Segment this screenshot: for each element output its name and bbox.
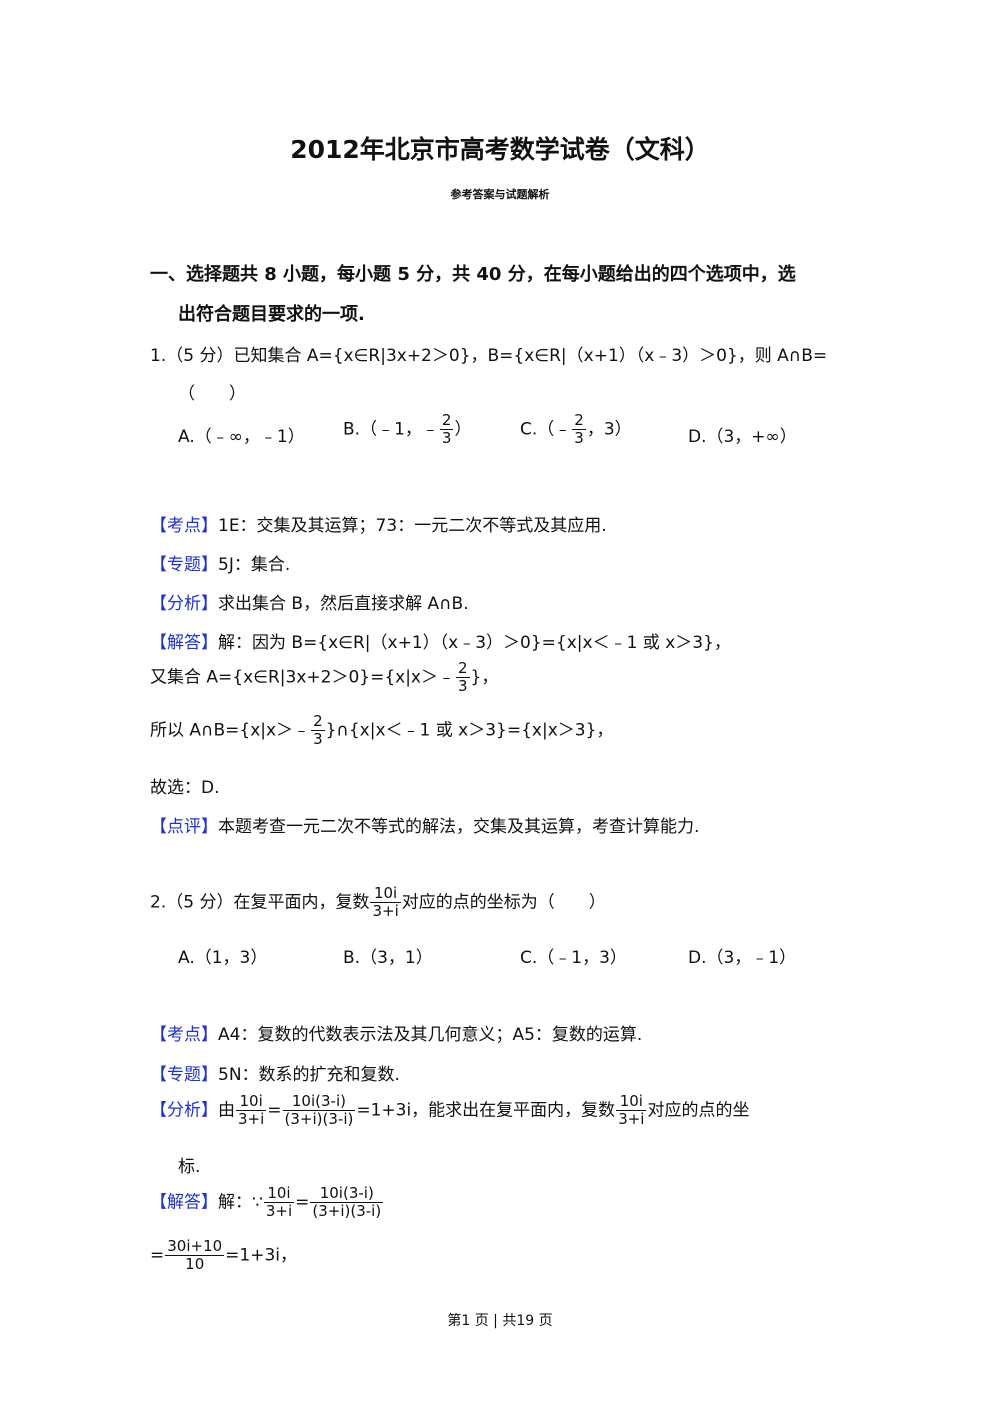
label-kaodian: 【考点】: [150, 1025, 218, 1045]
fraction: 10i(3-i)(3+i)(3-i): [282, 1092, 356, 1128]
q1-fenxi: 【分析】求出集合 B，然后直接求解 A∩B.: [150, 594, 469, 614]
q2-zhuanti: 【专题】5N：数系的扩充和复数.: [150, 1065, 400, 1085]
q1-stem: 1.（5 分）已知集合 A={x∈R|3x+2＞0}，B={x∈R|（x+1）（…: [150, 346, 828, 366]
q2-option-a: A.（1，3）: [178, 948, 268, 968]
label-jieda: 【解答】: [150, 1192, 218, 1213]
q1-blank: （ ）: [178, 384, 246, 404]
q1-jieda-line1: 【解答】解：因为 B={x∈R|（x+1）（x﹣3）＞0}={x|x＜﹣1 或 …: [150, 633, 731, 653]
label-zhuanti: 【专题】: [150, 555, 218, 575]
label-jieda: 【解答】: [150, 633, 218, 653]
q2-option-d: D.（3，﹣1）: [688, 948, 797, 968]
q2-option-b: B.（3，1）: [343, 948, 433, 968]
page-subtitle: 参考答案与试题解析: [450, 188, 550, 201]
section-heading-line1: 一、选择题共 8 小题，每小题 5 分，共 40 分，在每小题给出的四个选项中，…: [150, 264, 796, 285]
label-fenxi: 【分析】: [150, 594, 218, 614]
fraction: 10i(3-i)(3+i)(3-i): [310, 1184, 384, 1220]
label-fenxi: 【分析】: [150, 1100, 218, 1121]
label-zhuanti: 【专题】: [150, 1065, 218, 1085]
q1-zhuanti: 【专题】5J：集合.: [150, 555, 291, 575]
page-footer: 第1 页 | 共19 页: [447, 1313, 553, 1329]
page-title: 2012年北京市高考数学试卷（文科）: [290, 135, 710, 164]
q2-option-c: C.（﹣1，3）: [520, 948, 627, 968]
q1-dianping: 【点评】本题考查一元二次不等式的解法，交集及其运算，考查计算能力.: [150, 817, 700, 837]
q1-option-a: A.（﹣∞，﹣1）: [178, 427, 305, 447]
label-dianping: 【点评】: [150, 817, 218, 837]
q1-kaodian: 【考点】1E：交集及其运算；73：一元二次不等式及其应用.: [150, 516, 607, 536]
q1-answer: 故选：D.: [150, 778, 220, 798]
label-kaodian: 【考点】: [150, 516, 218, 536]
q2-kaodian: 【考点】A4：复数的代数表示法及其几何意义；A5：复数的运算.: [150, 1025, 643, 1045]
q2-fenxi-wrap: 标.: [178, 1157, 201, 1177]
q1-option-d: D.（3，+∞）: [688, 427, 797, 447]
section-heading-line2: 出符合题目要求的一项.: [178, 304, 365, 325]
